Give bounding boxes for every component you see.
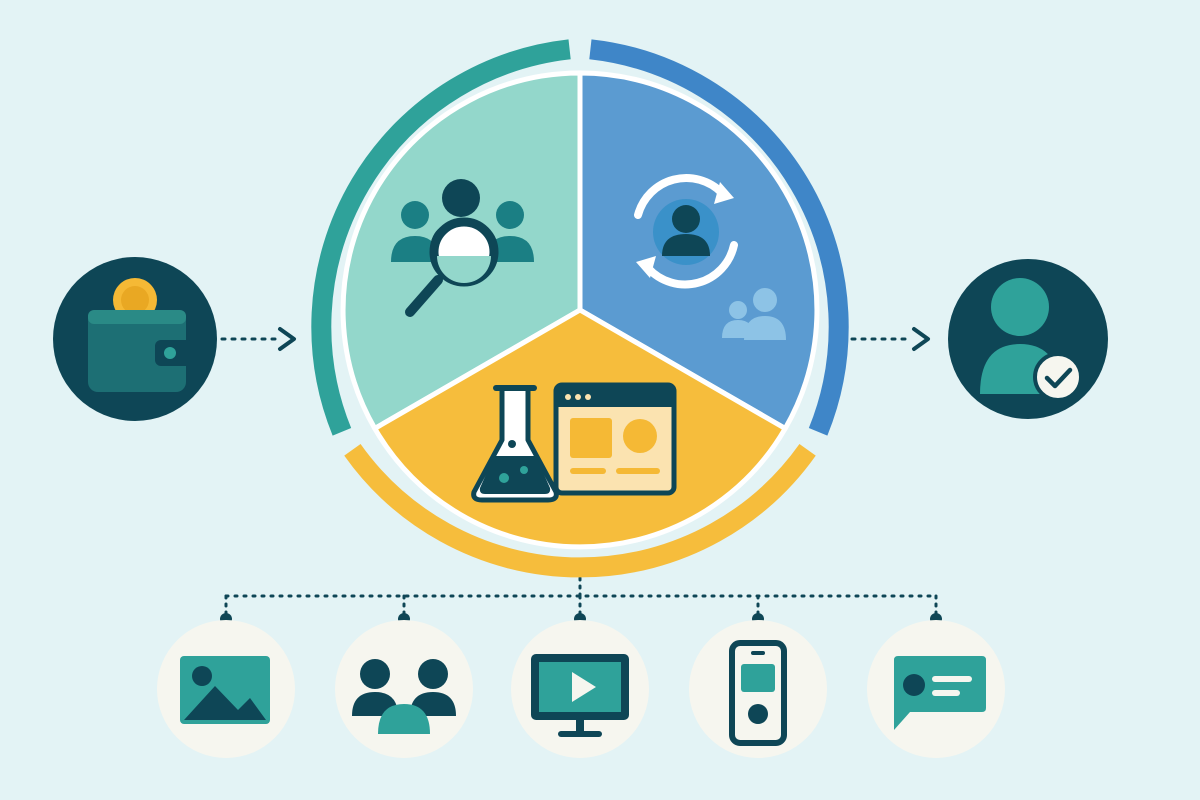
- people-search-icon: [391, 179, 534, 317]
- channel-chat: [867, 620, 1005, 758]
- mobile-phone-icon: [729, 640, 787, 746]
- channel-image: [157, 620, 295, 758]
- verified-user-icon: [948, 259, 1108, 419]
- outer-rings: [311, 39, 849, 578]
- chat-message-icon: [894, 656, 986, 730]
- input-connector-arrow: [220, 327, 296, 351]
- yellow-outer-ring: [344, 444, 816, 578]
- channels-tree-connector: [224, 576, 938, 616]
- wallet-coin-icon: [53, 257, 217, 421]
- video-monitor-icon: [531, 654, 629, 737]
- channel-community: [335, 620, 473, 758]
- output-connector-arrow: [850, 327, 930, 351]
- lab-flask-browser-icon: [471, 382, 677, 503]
- user-cycle-icon: [634, 174, 786, 340]
- channel-video: [511, 620, 649, 758]
- blue-outer-ring: [589, 39, 849, 436]
- community-icon: [352, 659, 456, 734]
- image-icon: [180, 656, 270, 724]
- teal-outer-ring: [311, 39, 571, 436]
- channel-mobile: [689, 620, 827, 758]
